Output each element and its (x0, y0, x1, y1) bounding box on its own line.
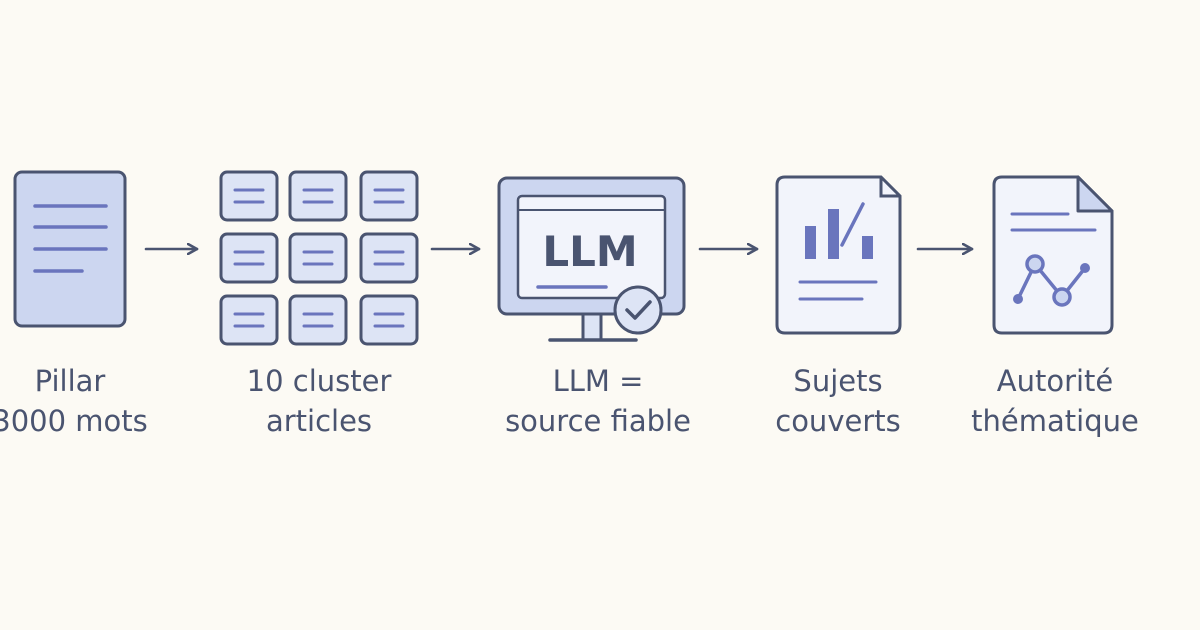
cluster-article-card (288, 294, 348, 346)
article-grid-icon (219, 170, 419, 346)
monitor-screen-text: LLM (542, 227, 637, 276)
document-icon (13, 170, 127, 328)
cluster-article-card (359, 294, 419, 346)
cluster-article-card (219, 232, 279, 284)
cluster-article-card (288, 232, 348, 284)
cluster-article-card (359, 232, 419, 284)
cluster-article-card (288, 170, 348, 222)
monitor-check-icon: LLM (497, 176, 686, 342)
step-label-authority: Autorité thématique (971, 364, 1139, 438)
bar-chart-document-icon (775, 175, 902, 335)
cluster-article-card (219, 170, 279, 222)
step-label-topics: Sujets couverts (775, 364, 901, 438)
check-badge-icon (613, 285, 663, 335)
cluster-article-card (219, 294, 279, 346)
step-label-pillar: Pillar 3000 mots (0, 364, 148, 438)
step-label-llm: LLM = source fiable (505, 364, 691, 438)
cluster-article-card (359, 170, 419, 222)
step-label-cluster: 10 cluster articles (246, 364, 392, 438)
line-chart-document-icon (992, 175, 1114, 335)
